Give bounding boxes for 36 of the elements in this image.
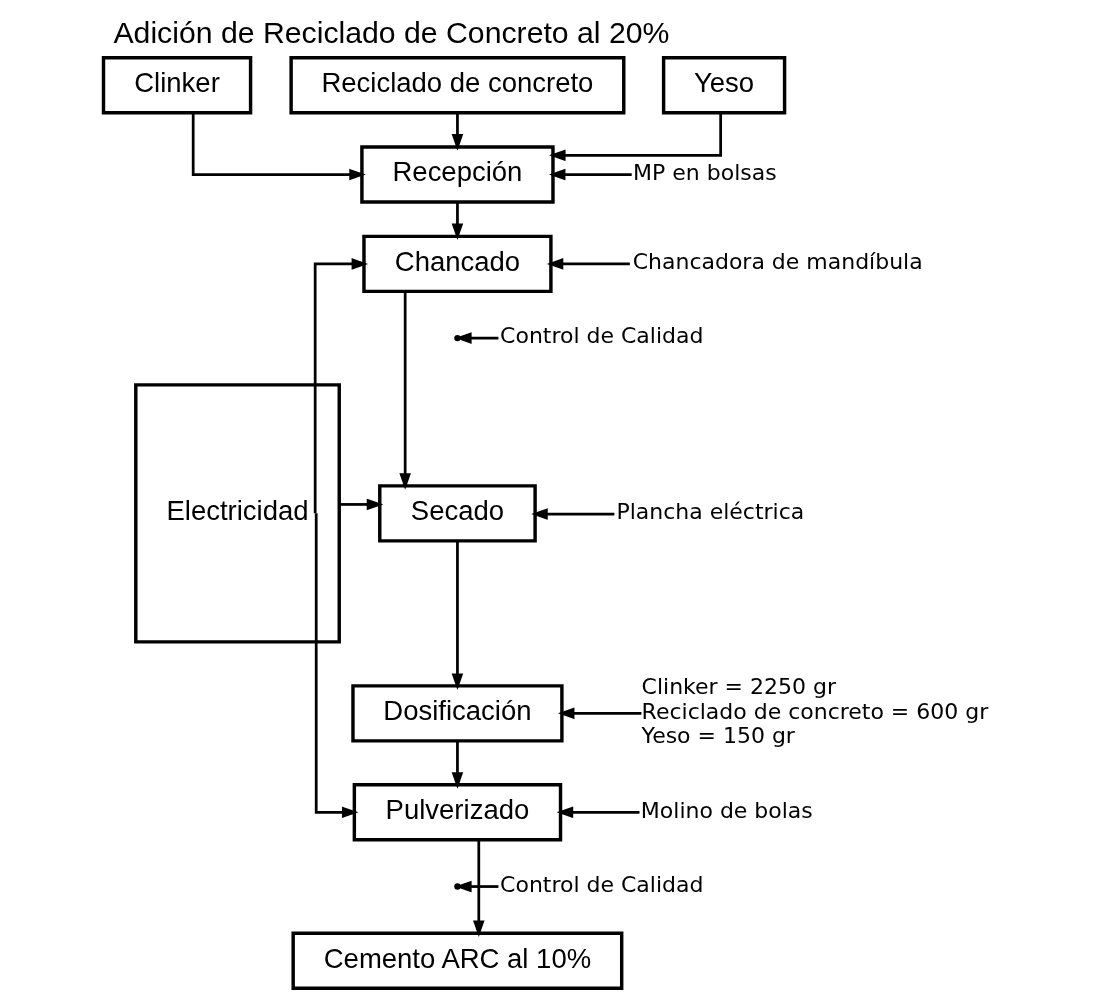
- node-box: Clinker: [101, 56, 252, 115]
- node-text: MP en bolsas: [632, 159, 777, 185]
- node-box: Yeso: [661, 56, 786, 115]
- arrow: [546, 258, 630, 270]
- arrow: [451, 541, 463, 690]
- node-box: Pulverizado: [352, 783, 562, 842]
- arrow: [451, 740, 463, 789]
- arrow: [556, 806, 639, 819]
- node-text: Molino de bolas: [640, 797, 813, 823]
- arrow: [557, 707, 641, 720]
- diagram-title: Adición de Reciclado de Concreto al 20%: [112, 16, 669, 50]
- arrow: [530, 508, 614, 520]
- arrow: [451, 113, 463, 151]
- node-box: Reciclado de concreto: [288, 56, 625, 115]
- node-box: Chancado: [361, 234, 553, 294]
- arrow: [313, 258, 368, 514]
- node-text: Control de Calidad: [499, 871, 703, 897]
- node-text: Chancadora de mandíbula: [632, 249, 923, 275]
- node-box: Dosificación: [350, 684, 564, 743]
- arrow: [398, 291, 411, 490]
- node-text: Plancha eléctrica: [615, 498, 804, 524]
- arrow: [454, 880, 498, 893]
- node-box: Electricidad: [133, 383, 341, 644]
- arrow: [472, 839, 485, 937]
- node-box: Cemento ARC al 10%: [290, 931, 623, 990]
- node-box: Recepción: [359, 145, 555, 204]
- node-box: Secado: [377, 484, 537, 543]
- arrow: [454, 332, 498, 344]
- arrow: [548, 168, 632, 181]
- arrow: [451, 202, 463, 240]
- arrow: [314, 513, 358, 819]
- arrow: [191, 113, 366, 181]
- node-text: Control de Calidad: [499, 323, 703, 349]
- arrow: [548, 112, 722, 162]
- node-text: Clinker = 2250 gr Reciclado de concreto = 600 gr Yeso = 150 gr: [641, 673, 988, 749]
- arrow: [338, 498, 383, 511]
